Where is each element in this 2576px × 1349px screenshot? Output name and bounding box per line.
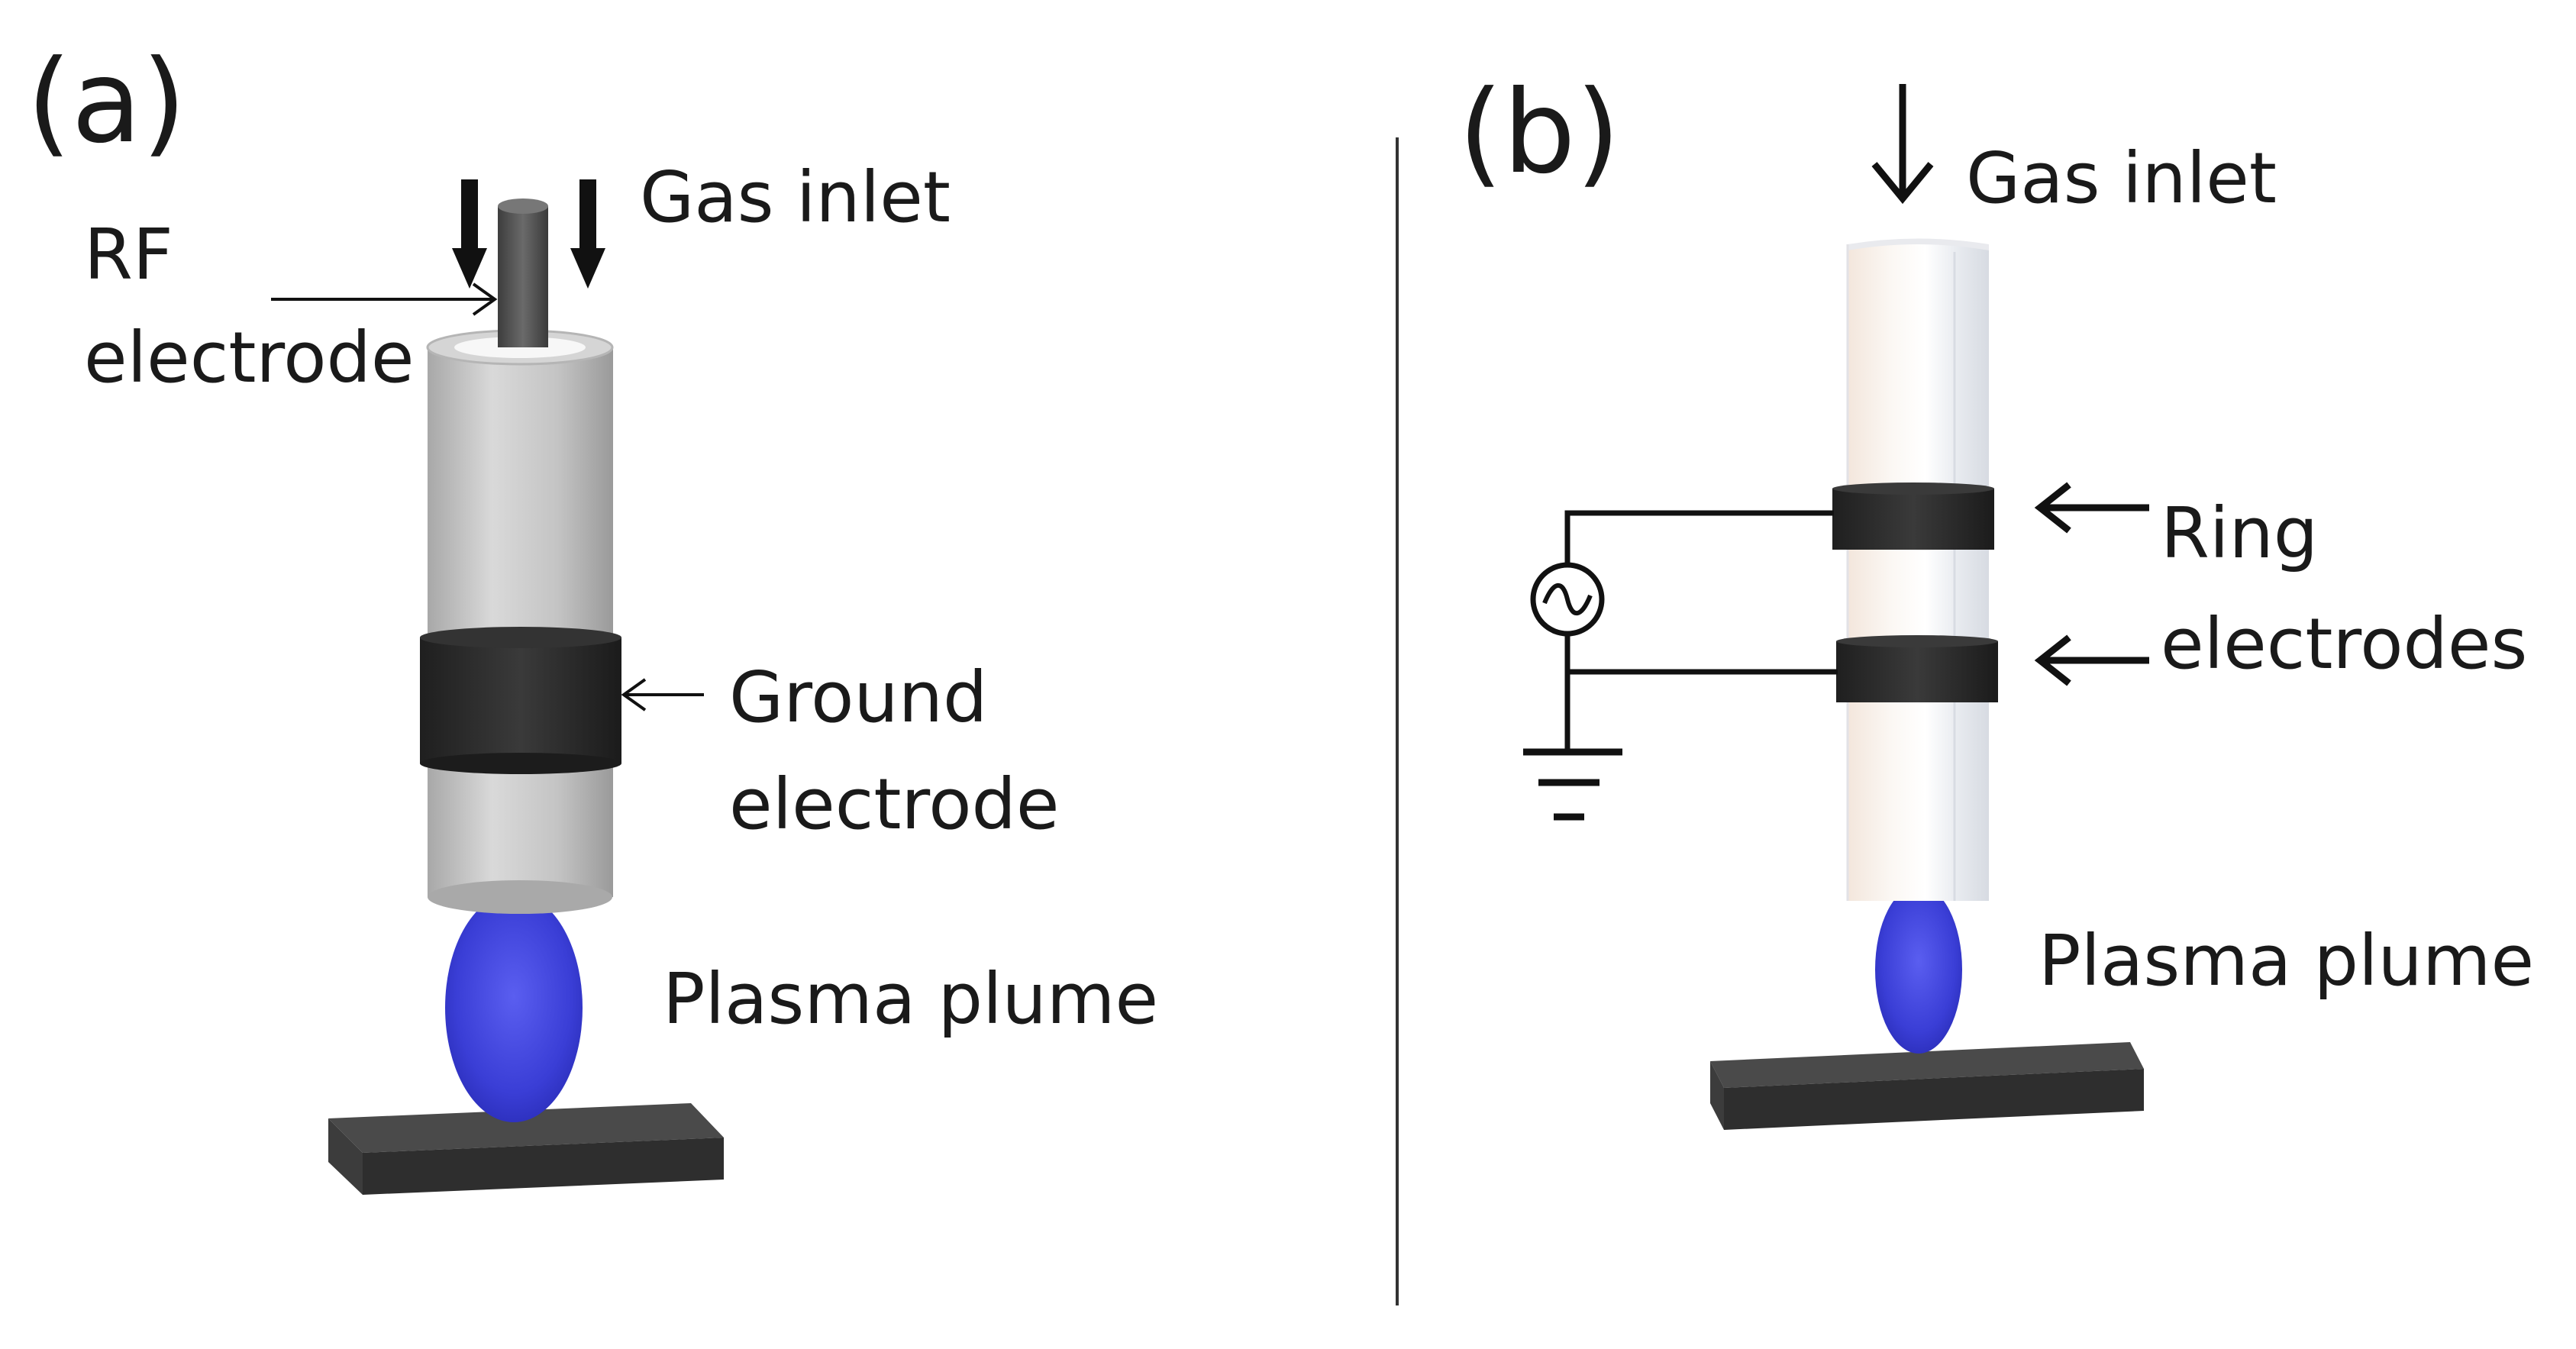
tube-a xyxy=(426,329,614,914)
plasma-plume-label-a: Plasma plume xyxy=(663,958,1158,1040)
ring-electrode-upper xyxy=(1832,482,1994,550)
ground-symbol-icon xyxy=(1523,748,1622,821)
gas-inlet-label-b: Gas inlet xyxy=(1966,137,2277,219)
rf-electrode-label-line2: electrode xyxy=(84,317,415,399)
ground-electrode-pointer xyxy=(621,678,704,712)
ground-electrode-band xyxy=(420,627,621,774)
circuit-wiring xyxy=(1564,510,1838,752)
rf-electrode-label-line1: RF xyxy=(84,214,173,295)
ring-electrodes-label-line2: electrodes xyxy=(2161,603,2527,685)
plasma-plume-a xyxy=(445,893,583,1122)
ac-source-icon xyxy=(1530,562,1605,637)
tube-b xyxy=(1846,238,1989,901)
ring-electrode-pointer-upper xyxy=(2034,482,2149,534)
panel-a-letter: (a) xyxy=(27,36,186,169)
substrate-a xyxy=(328,1103,724,1195)
panel-b: (b) Gas inlet xyxy=(1458,66,2534,1130)
rf-electrode-rod xyxy=(498,198,548,347)
plasma-plume-label-b: Plasma plume xyxy=(2039,920,2534,1002)
ring-electrode-lower xyxy=(1836,635,1998,702)
ring-electrode-pointer-lower xyxy=(2034,634,2149,686)
ground-electrode-label-line1: Ground xyxy=(729,657,987,738)
ring-electrodes-label-line1: Ring xyxy=(2161,492,2318,574)
substrate-b xyxy=(1710,1042,2144,1130)
plasma-plume-b xyxy=(1875,886,1962,1054)
rf-electrode-pointer xyxy=(271,282,498,316)
gas-inlet-arrow-b xyxy=(1871,84,1934,205)
panel-a: (a) xyxy=(27,36,1158,1195)
gas-inlet-label-a: Gas inlet xyxy=(640,157,951,238)
ground-electrode-label-line2: electrode xyxy=(729,763,1060,845)
panel-b-letter: (b) xyxy=(1458,66,1620,199)
gas-inlet-arrows-a xyxy=(452,179,605,289)
